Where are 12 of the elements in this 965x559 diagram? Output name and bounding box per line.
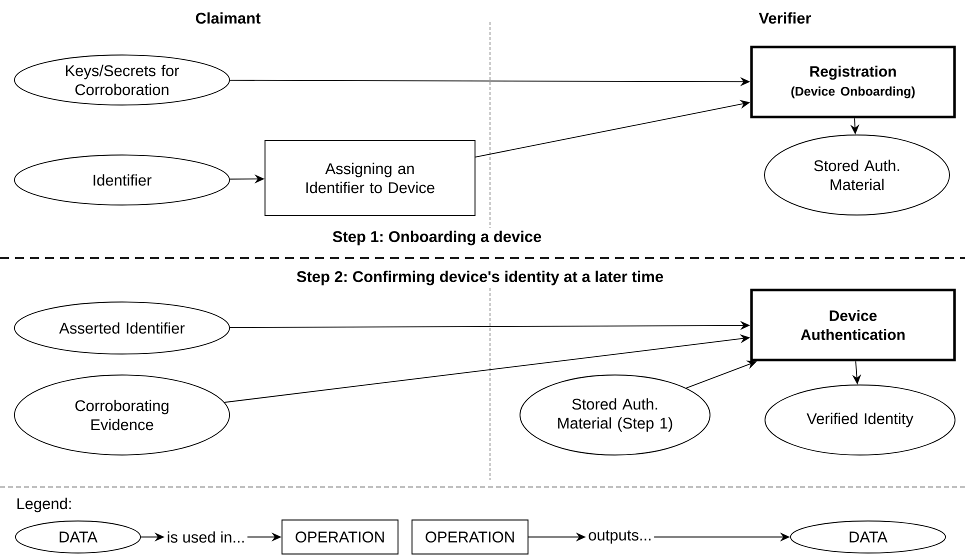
operation-box: OPERATION <box>282 520 398 554</box>
operation-box: OPERATION <box>412 520 528 554</box>
operation-box: Device Authentication <box>750 288 956 362</box>
legend-heading: Legend: <box>17 498 71 512</box>
step-heading: Step 2: Confirming device's identity at a later time <box>296 270 664 286</box>
step-heading: Step 1: Onboarding a device <box>332 230 542 246</box>
legend-text: is used in... <box>168 531 244 543</box>
column-heading: Claimant <box>196 12 261 24</box>
legend-text: outputs... <box>588 530 650 544</box>
operation-box: Registration (Device Onboarding) <box>750 46 956 118</box>
column-heading: Verifier <box>758 12 812 24</box>
operation-box: Assigning an Identifier to Device <box>264 140 476 216</box>
